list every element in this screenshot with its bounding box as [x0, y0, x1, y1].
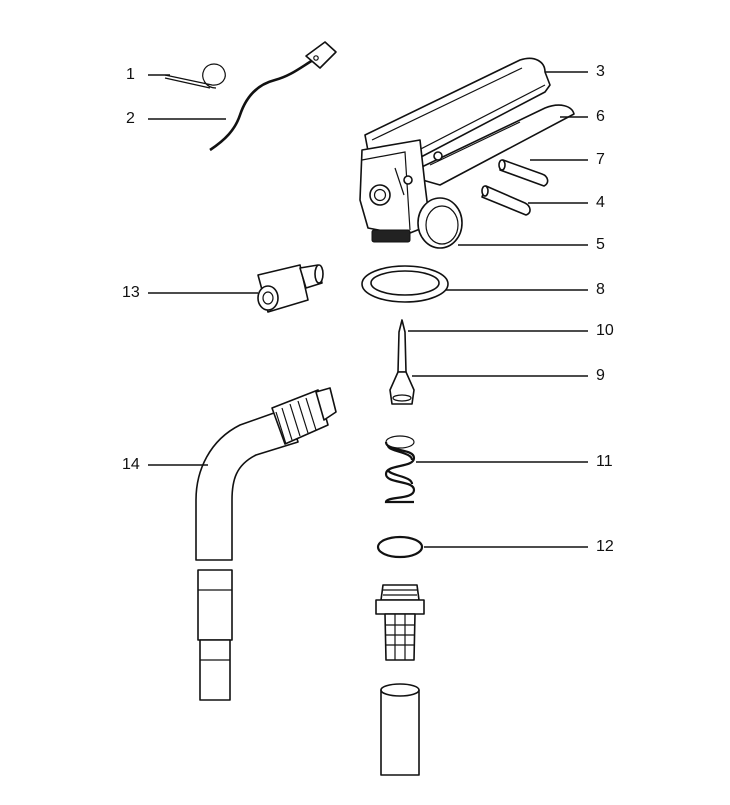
filter-screen	[375, 584, 425, 661]
callout-13: 13	[122, 284, 140, 301]
callout-7: 7	[596, 151, 605, 168]
callout-8: 8	[596, 281, 605, 298]
part-12-o-ring	[376, 535, 424, 559]
part-14-hose	[195, 387, 337, 701]
part-2-cable-tag	[209, 41, 337, 152]
callout-12: 12	[596, 538, 614, 555]
callout-5: 5	[596, 236, 605, 253]
part-8-gasket	[361, 265, 449, 303]
tube-pipe	[380, 683, 420, 776]
callout-3: 3	[596, 63, 605, 80]
part-13-adapter	[257, 264, 324, 313]
callout-1: 1	[126, 66, 135, 83]
callout-6: 6	[596, 108, 605, 125]
part-6-lever	[404, 104, 575, 186]
part-7-pin	[498, 159, 549, 187]
part-11-spring	[384, 435, 416, 504]
part-1-spring-clip	[164, 63, 226, 89]
part-10-needle	[397, 319, 407, 373]
callout-9: 9	[596, 367, 605, 384]
part-4-pin	[481, 185, 531, 216]
callout-4: 4	[596, 194, 605, 211]
callout-11: 11	[596, 453, 613, 470]
part-9-seat	[389, 371, 415, 405]
valve-body	[359, 139, 443, 243]
callout-2: 2	[126, 110, 135, 127]
callout-14: 14	[122, 456, 140, 473]
callout-10: 10	[596, 322, 614, 339]
leader-lines	[148, 71, 588, 548]
part-5-cap	[417, 197, 463, 249]
